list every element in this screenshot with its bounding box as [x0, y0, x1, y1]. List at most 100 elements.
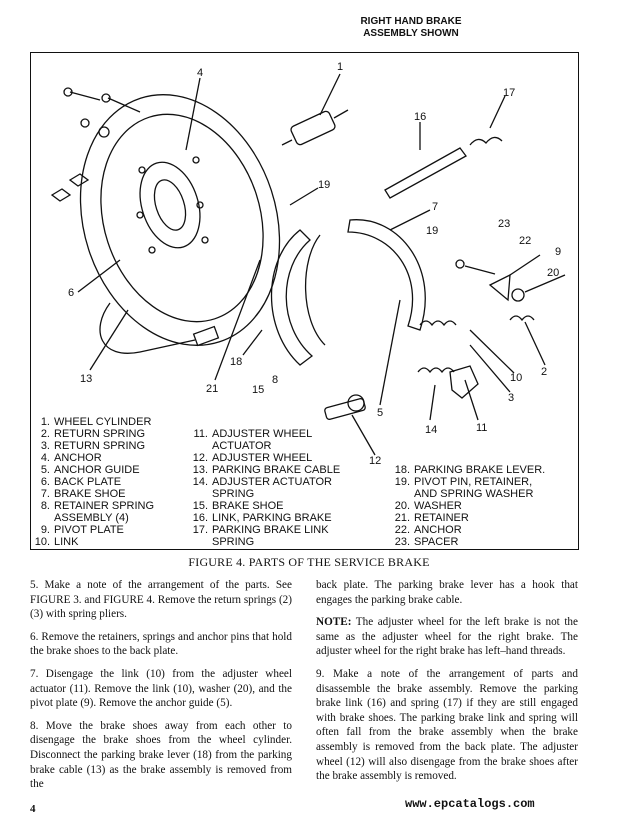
legend-item-label: SPACER	[414, 536, 459, 548]
brake-shoe-right	[347, 219, 426, 331]
figure-subtitle: RIGHT HAND BRAKE ASSEMBLY SHOWN	[360, 16, 462, 39]
adjuster-wheel	[324, 398, 366, 420]
callout-21: 21	[206, 383, 219, 395]
text-column-left: 5. Make a note of the arrangement of the…	[30, 578, 292, 800]
legend-item-label: PIVOT PIN, RETAINER, AND SPRING WASHER	[414, 476, 534, 500]
paragraph-step-8-continued: back plate. The parking brake lever has …	[316, 579, 578, 606]
legend-item-number: 2.	[40, 428, 50, 440]
callout-2: 2	[541, 366, 548, 378]
paragraph-step-6: 6. Remove the retainers, springs and anc…	[30, 630, 292, 658]
return-spring	[419, 320, 457, 327]
legend-item-label: BRAKE SHOE	[212, 500, 284, 512]
legend-item-number: 1.	[40, 416, 50, 428]
parking-brake-link	[384, 147, 467, 199]
callout-15: 15	[252, 384, 265, 396]
actuator-spring	[417, 367, 455, 374]
legend-item: 14. ADJUSTER ACTUATOR SPRING	[188, 476, 378, 500]
callout-18: 18	[230, 356, 243, 368]
callout-19: 19	[318, 179, 331, 191]
return-spring-2	[509, 315, 535, 322]
legend-item-label: BRAKE SHOE	[54, 488, 126, 500]
paragraph-step-9: 9. Make a note of the arrangement of par…	[316, 667, 578, 783]
legend-item: 18. PARKING BRAKE LEVER.	[390, 464, 575, 476]
legend-item-label: PARKING BRAKE CABLE	[212, 464, 341, 476]
callout-8: 8	[272, 374, 279, 386]
legend-item: 5. ANCHOR GUIDE	[30, 464, 205, 476]
legend-item-label: PARKING BRAKE LEVER.	[414, 464, 546, 476]
legend-item: 21.RETAINER	[390, 512, 575, 524]
legend-item-label: LINK	[54, 536, 79, 548]
legend-item: 4.ANCHOR	[30, 452, 205, 464]
callout-7: 7	[432, 201, 439, 213]
brake-exploded-illustration	[50, 73, 566, 456]
footer-url: www.epcatalogs.com	[405, 797, 535, 811]
back-plate-inner	[100, 113, 264, 323]
legend-item: 2. RETURN SPRING	[30, 428, 205, 440]
legend-item: 6. BACK PLATE	[30, 476, 205, 488]
legend-item: 13.PARKING BRAKE CABLE	[188, 464, 378, 476]
legend-item: 22.ANCHOR	[390, 524, 575, 536]
legend-item: 19.PIVOT PIN, RETAINER, AND SPRING WASHE…	[390, 476, 575, 500]
legend-item-label: PARKING BRAKE LINK SPRING	[212, 524, 329, 548]
legend-item-label: ADJUSTER WHEEL ACTUATOR	[212, 428, 313, 452]
legend-item: 3. RETURN SPRING	[30, 440, 205, 452]
legend-item-label: BACK PLATE	[54, 476, 122, 488]
legend-item: 17. PARKING BRAKE LINK SPRING	[188, 524, 378, 548]
legend-item: 9. PIVOT PLATE	[30, 524, 205, 536]
legend-item-number: 10.	[34, 536, 50, 548]
wheel-cylinder	[290, 110, 336, 146]
legend-item-label: ADJUSTER ACTUATOR SPRING	[212, 476, 332, 500]
figure-frame	[30, 52, 579, 550]
washer	[511, 288, 525, 302]
legend-item-label: ADJUSTER WHEEL	[212, 452, 313, 464]
legend-item-label: RETURN SPRING	[54, 440, 146, 452]
callout-4: 4	[197, 67, 204, 79]
legend-item-number: 12.	[192, 452, 208, 464]
legend-item-label: PIVOT PLATE	[54, 524, 124, 536]
callout-23: 23	[498, 218, 511, 230]
legend-item-number: 9.	[40, 524, 50, 536]
legend-item-label: ANCHOR GUIDE	[54, 464, 140, 476]
callout-12: 12	[369, 455, 382, 467]
legend-item-number: 23.	[394, 536, 410, 548]
legend-item-number: 18.	[394, 464, 410, 476]
legend-item: 16. LINK, PARKING BRAKE	[188, 512, 378, 524]
callout-11: 11	[476, 422, 488, 434]
legend-item: 11. ADJUSTER WHEEL ACTUATOR	[188, 428, 378, 452]
legend-item: 23. SPACER	[390, 536, 575, 548]
legend-item-number: 3.	[40, 440, 50, 452]
legend-item: 1.WHEEL CYLINDER	[30, 416, 205, 428]
legend-item: 8.RETAINER SPRING ASSEMBLY (4)	[30, 500, 205, 524]
paragraph-step-8: 8. Move the brake shoes away from each o…	[30, 719, 292, 791]
callout-5: 5	[377, 407, 384, 419]
legend-item-number: 15.	[192, 500, 208, 512]
legend-column-2: 11. ADJUSTER WHEEL ACTUATOR 12. ADJUSTER WH…	[188, 428, 378, 548]
legend-item-number: 5.	[40, 464, 50, 476]
legend-item: 12. ADJUSTER WHEEL	[188, 452, 378, 464]
legend-item-label: WASHER	[414, 500, 462, 512]
callout-13: 13	[80, 373, 93, 385]
note-label: NOTE:	[316, 616, 352, 629]
legend-item-label: LINK, PARKING BRAKE	[212, 512, 332, 524]
text-column-right: back plate. The parking brake lever has …	[316, 578, 578, 792]
paragraph-step-5: 5. Make a note of the arrangement of the…	[30, 579, 292, 621]
legend-item-number: 6.	[40, 476, 50, 488]
callout-17: 17	[503, 87, 516, 99]
page-number: 4	[30, 803, 36, 815]
legend-item-number: 11.	[193, 428, 208, 440]
legend-item-number: 16.	[192, 512, 208, 524]
figure-caption: FIGURE 4. PARTS OF THE SERVICE BRAKE	[188, 555, 430, 569]
brake-shoe-left	[270, 229, 314, 366]
legend-item-label: RETAINER SPRING ASSEMBLY (4)	[54, 500, 155, 524]
callout-14: 14	[425, 424, 438, 436]
note-paragraph: NOTE: The adjuster wheel for the left br…	[316, 615, 578, 659]
legend-item-number: 20.	[394, 500, 410, 512]
paragraph-step-7: 7. Disengage the link (10) from the adju…	[30, 667, 292, 710]
legend-item-number: 14.	[192, 476, 208, 488]
legend-item-number: 17.	[192, 524, 208, 536]
legend-item-number: 7.	[40, 488, 50, 500]
legend-item-label: RETURN SPRING	[54, 428, 146, 440]
legend-item-number: 21.	[394, 512, 410, 524]
note-text: The adjuster wheel for the left brake is…	[316, 616, 578, 658]
